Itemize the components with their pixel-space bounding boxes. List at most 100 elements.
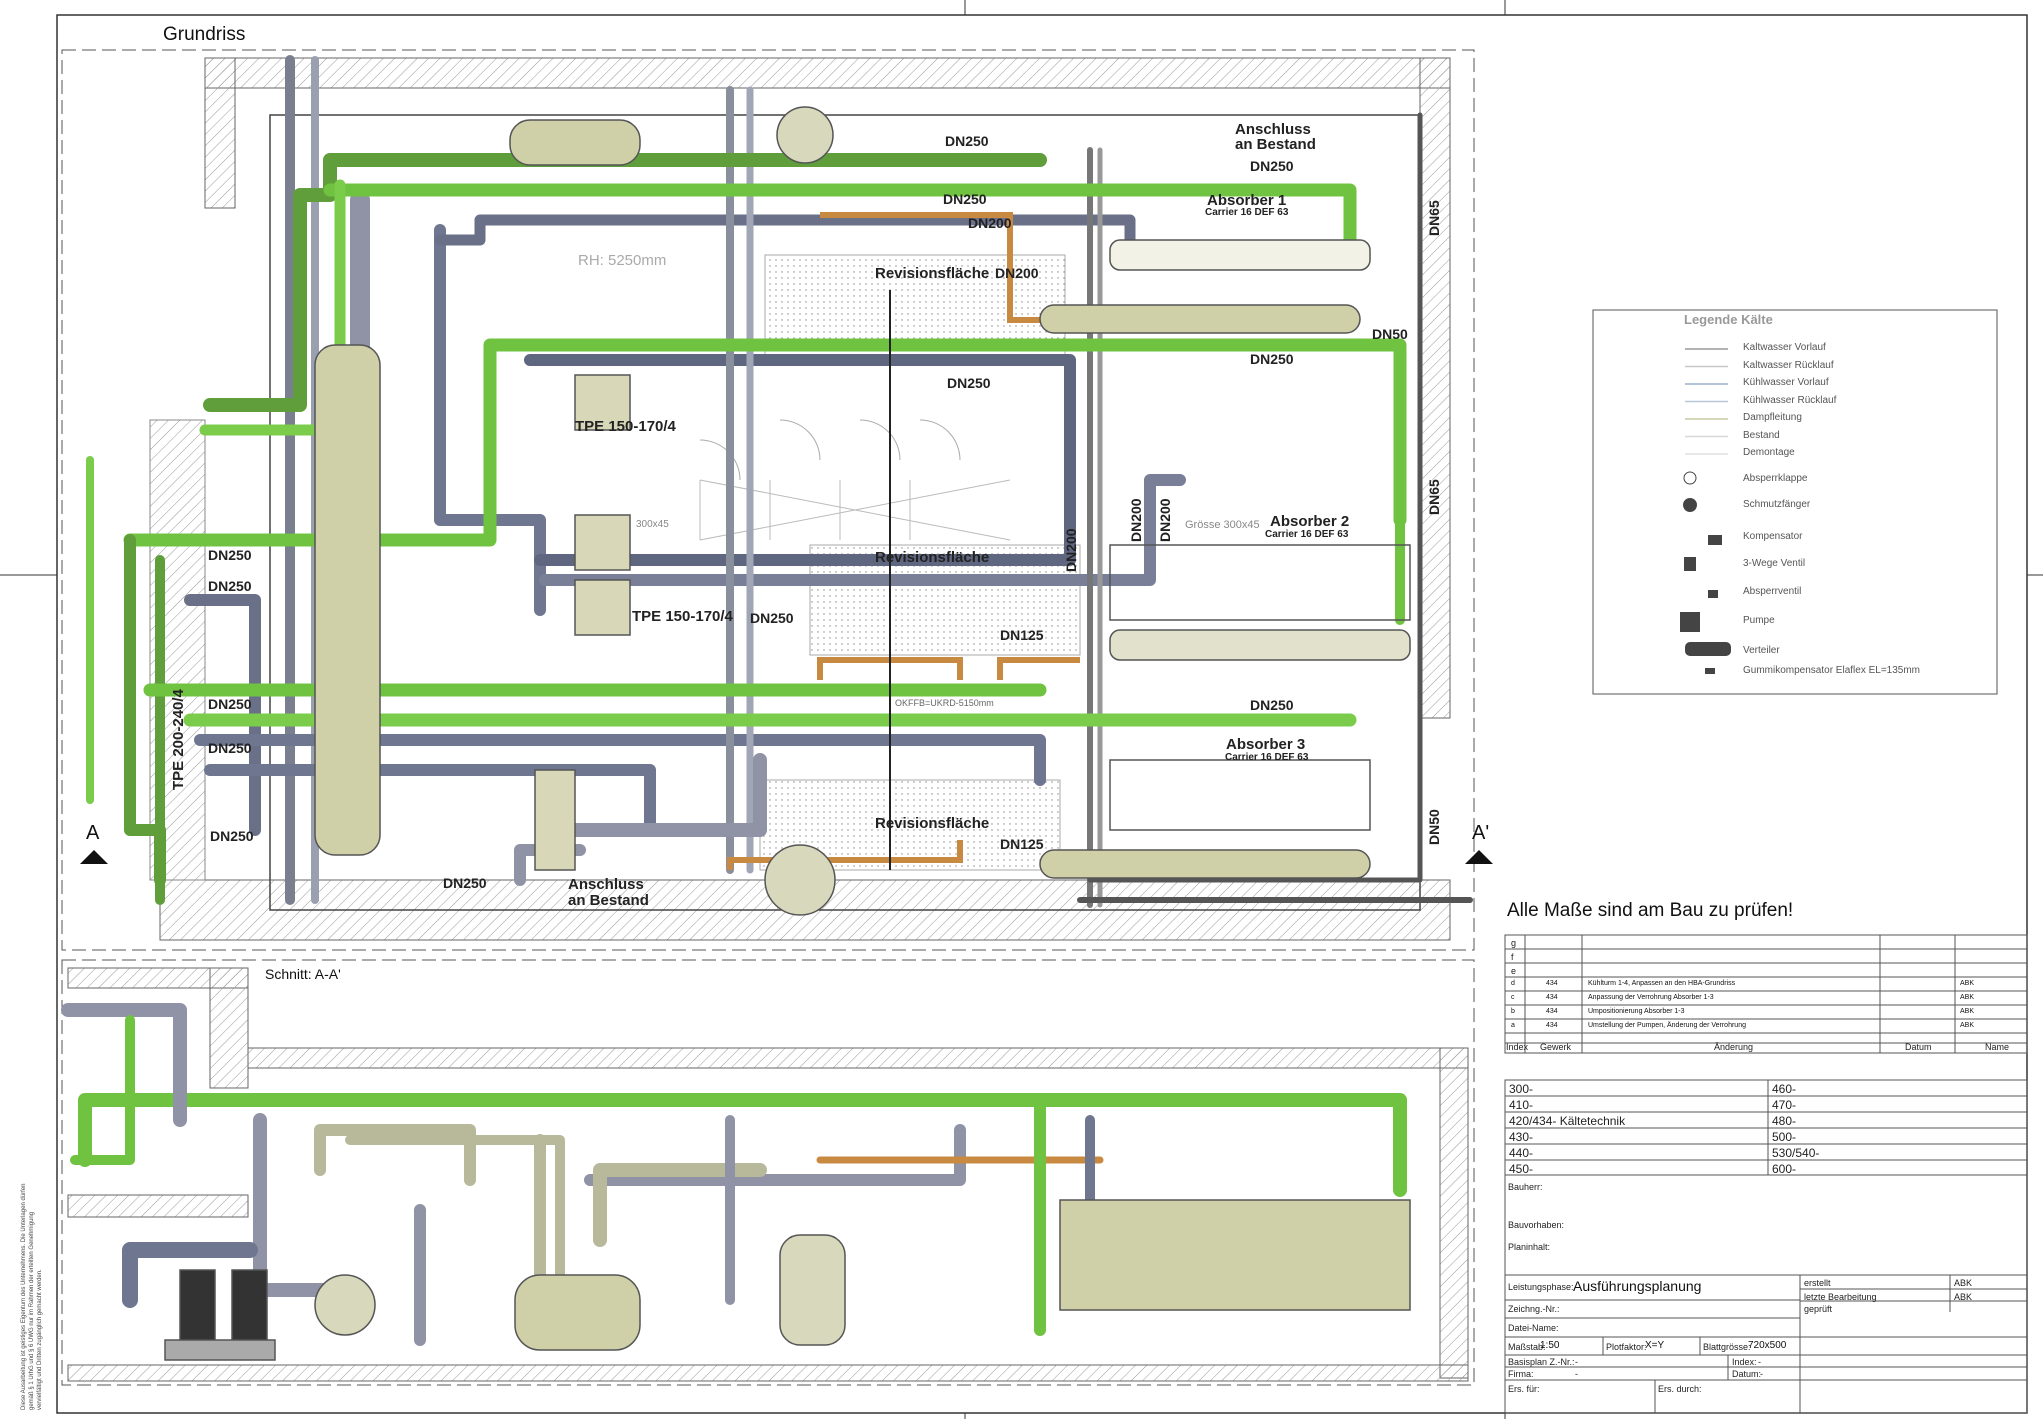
revision-cell-aenderung: Kühlturm 1-4, Anpassen an den HBA-Grundr…	[1588, 980, 1736, 987]
opening-label: Grösse 300x45	[1185, 519, 1260, 531]
code-item: 530/540-	[1772, 1146, 1820, 1160]
dn-label: DN200	[995, 265, 1039, 281]
connection-label: Anschluss an Bestand	[568, 876, 649, 909]
section-floor	[67, 1364, 1469, 1382]
legend-symbol-label: Kompensator	[1743, 531, 1803, 542]
planinhalt-label: Planinhalt:	[1508, 1242, 1551, 1252]
checked-label: geprüft	[1804, 1304, 1833, 1314]
revision-index: e	[1511, 966, 1517, 976]
dn-label: DN200	[1157, 498, 1173, 542]
sheet-frame	[56, 14, 2028, 1414]
dn-label: DN250	[208, 740, 252, 756]
copyright-note: Diese Ausarbeitung ist geistiges Eigentu…	[21, 1183, 43, 1410]
revision-index: f	[1511, 952, 1514, 962]
bauherr-label: Bauherr:	[1508, 1182, 1543, 1192]
plotfactor-label: Plotfaktor:	[1606, 1342, 1647, 1352]
index-value: -	[1758, 1357, 1761, 1367]
revision-cell-name: ABK	[1960, 994, 1975, 1001]
code-item: 460-	[1772, 1082, 1797, 1096]
marker-right: A'	[1472, 822, 1490, 844]
legend-line-label: Bestand	[1743, 429, 1780, 441]
section-marker-right	[1465, 850, 1493, 864]
dn-label: DN200	[968, 215, 1012, 231]
section-slab	[67, 1194, 249, 1218]
scale-value: 1:50	[1540, 1340, 1560, 1351]
section-marker-left	[80, 850, 108, 864]
dn-label: DN250	[750, 610, 794, 626]
dn-label: DN200	[1128, 498, 1144, 542]
legend-symbol-label: 3-Wege Ventil	[1743, 558, 1806, 569]
absorber-type: Carrier 16 DEF 63	[1225, 752, 1309, 763]
dn-label: DN200	[1063, 528, 1079, 572]
section-title: Schnitt: A-A'	[265, 966, 341, 982]
code-item: 440-	[1509, 1146, 1534, 1160]
check-note: Alle Maße sind am Bau zu prüfen!	[1507, 900, 1794, 921]
dn-label: DN250	[943, 191, 987, 207]
code-item: 480-	[1772, 1114, 1797, 1128]
dn-label: DN125	[1000, 627, 1044, 643]
plan-title: Grundriss	[163, 24, 246, 45]
pump-label: TPE 200-240/4	[170, 689, 187, 790]
code-item: 600-	[1772, 1162, 1797, 1176]
dn-label: DN65	[1426, 200, 1442, 236]
revision-cell-name: ABK	[1960, 1022, 1975, 1029]
legend-symbol-label: Absperrventil	[1743, 586, 1802, 597]
legend-line-label: Dampfleitung	[1743, 412, 1802, 423]
created-label: erstellt	[1804, 1278, 1831, 1288]
revision-cell-aenderung: Umstellung der Pumpen, Änderung der Verr…	[1588, 1022, 1746, 1029]
sheetsize-label: Blattgrösse:	[1703, 1342, 1751, 1352]
absorber-type: Carrier 16 DEF 63	[1265, 529, 1349, 540]
code-item: 410-	[1509, 1098, 1534, 1112]
revision-area-label: Revisionsfläche	[875, 265, 990, 282]
revision-cell-gewerk: 434	[1546, 994, 1558, 1001]
date-value: -	[1760, 1369, 1763, 1379]
pump-label: TPE 150-170/4	[632, 608, 733, 625]
wall-right	[1419, 57, 1451, 719]
dn-label: DN250	[947, 375, 991, 391]
drawing-number-label: Zeichng.-Nr.:	[1508, 1304, 1560, 1314]
section-ceiling-r	[1439, 1047, 1469, 1379]
tanks	[314, 106, 836, 916]
phase-value: Ausführungsplanung	[1573, 1278, 1702, 1294]
revision-header: Name	[1985, 1042, 2010, 1052]
code-item: 420/434- Kältetechnik	[1509, 1114, 1626, 1128]
dn-label: DN250	[443, 875, 487, 891]
revision-cell-index: c	[1511, 994, 1515, 1001]
dn-label: DN50	[1426, 809, 1442, 845]
company-label: Firma:	[1508, 1369, 1534, 1379]
revision-cell-aenderung: Anpassung der Verrohrung Absorber 1-3	[1588, 994, 1714, 1001]
dn-label: DN250	[945, 133, 989, 149]
revision-table	[1504, 934, 2028, 1054]
dn-label: DN250	[208, 578, 252, 594]
legend-symbol-label: Gummikompensator Elaflex EL=135mm	[1743, 665, 1921, 676]
replaces-label: Ers. für:	[1508, 1384, 1540, 1394]
revision-header: Gewerk	[1540, 1042, 1572, 1052]
legend-symbol-label: Schmutzfänger	[1743, 499, 1811, 510]
legend-line-label: Kaltwasser Vorlauf	[1743, 342, 1826, 353]
revision-header: Änderung	[1714, 1042, 1754, 1052]
scale-label: Maßstab:	[1508, 1342, 1546, 1352]
sheetsize-value: 720x500	[1748, 1340, 1787, 1351]
floor-level-label: OKFFB=UKRD-5150mm	[895, 698, 994, 708]
legend-lines	[1685, 348, 1728, 455]
code-item: 500-	[1772, 1130, 1797, 1144]
legend-box	[1592, 309, 1998, 695]
replaced-by-label: Ers. durch:	[1658, 1384, 1702, 1394]
legend-symbols	[1680, 471, 1731, 674]
dn-label: DN250	[1250, 158, 1294, 174]
legend-line-label: Kühlwasser Vorlauf	[1743, 377, 1829, 388]
revision-header: Datum	[1905, 1042, 1932, 1052]
revision-cell-index: b	[1511, 1008, 1515, 1015]
revision-cell-index: d	[1511, 980, 1515, 987]
absorber-label: Absorber 1	[1207, 192, 1287, 209]
last-edit-value: ABK	[1954, 1292, 1973, 1302]
absorber-label: Absorber 2	[1270, 513, 1350, 530]
wall-top	[204, 57, 1451, 89]
absorbers	[1039, 239, 1411, 879]
absorber-type: Carrier 16 DEF 63	[1205, 207, 1289, 218]
legend-symbol-label: Pumpe	[1743, 615, 1775, 626]
legend-symbol-label: Verteiler	[1743, 645, 1780, 656]
created-value: ABK	[1954, 1278, 1973, 1288]
code-item: 430-	[1509, 1130, 1534, 1144]
